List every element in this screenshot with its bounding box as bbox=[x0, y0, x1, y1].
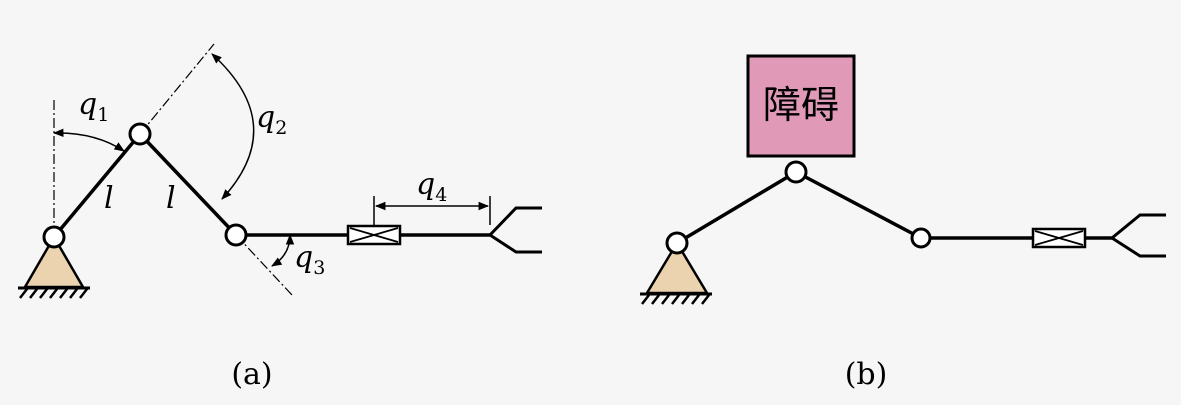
gripper-a bbox=[487, 206, 542, 254]
ground-hatch-b bbox=[641, 294, 710, 305]
label-link1-length: l bbox=[104, 181, 114, 216]
link-1 bbox=[52, 132, 142, 239]
angle-arc-q1 bbox=[52, 128, 125, 152]
prismatic-joint-b bbox=[1031, 227, 1087, 249]
caption-b: (b) bbox=[845, 357, 888, 392]
link1-extension-line bbox=[139, 43, 215, 135]
label-q4: q4 bbox=[416, 167, 447, 206]
base-support-b bbox=[640, 240, 712, 305]
base-support-a bbox=[18, 234, 90, 299]
joint-wrist-a bbox=[224, 223, 248, 247]
label-link2-length: l bbox=[166, 181, 176, 216]
ground-hatch bbox=[19, 288, 88, 299]
joint-wrist-b bbox=[910, 227, 932, 249]
link2-extension-line bbox=[235, 234, 293, 296]
gripper-b bbox=[1109, 213, 1166, 258]
link-2-b bbox=[795, 170, 922, 240]
angle-arc-q2 bbox=[211, 53, 255, 200]
joint-base-a bbox=[42, 225, 66, 249]
label-q2: q2 bbox=[256, 100, 287, 139]
caption-a: (a) bbox=[231, 357, 272, 392]
prismatic-joint-a bbox=[346, 224, 402, 246]
joint-base-b bbox=[665, 231, 689, 255]
obstacle-label: 障碍 bbox=[763, 83, 839, 127]
obstacle-box: 障碍 bbox=[746, 54, 856, 158]
figure-b: 障碍 bbox=[640, 54, 1166, 392]
link-2 bbox=[138, 132, 238, 237]
joint-elbow-a bbox=[128, 122, 152, 146]
label-q3: q3 bbox=[294, 240, 325, 279]
figure-a: q1 q2 q3 q4 l l (a) bbox=[18, 43, 542, 392]
angle-arc-q3 bbox=[271, 233, 295, 267]
label-q1: q1 bbox=[78, 87, 109, 126]
link-1-b bbox=[676, 170, 797, 245]
joint-elbow-b bbox=[784, 160, 808, 184]
